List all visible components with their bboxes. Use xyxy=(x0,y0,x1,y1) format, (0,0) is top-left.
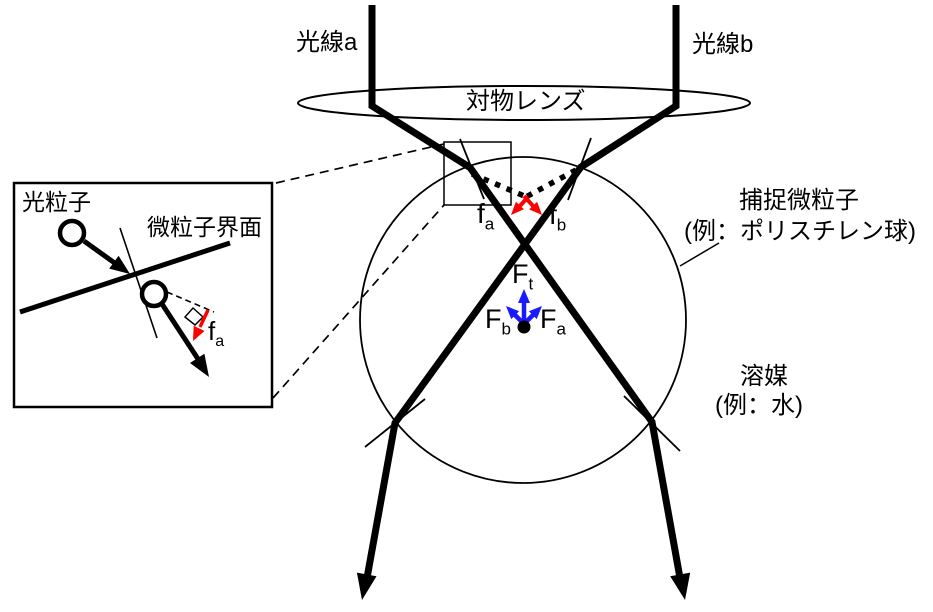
force-fb-component-arrowhead xyxy=(506,306,520,320)
focus-dot xyxy=(517,320,531,334)
force-fb-arrow-shaft xyxy=(522,194,536,209)
force-ft-label-base: F xyxy=(512,259,529,289)
inset-interface-line xyxy=(19,240,231,315)
force-fa-net-label-sub: a xyxy=(556,319,566,339)
force-fb-label-base: f xyxy=(549,199,557,230)
inset-refracted-arrow-shaft xyxy=(159,302,201,361)
inset-box xyxy=(12,181,274,409)
inset-photon-circle-refracted xyxy=(139,279,169,309)
inset-undeviated-dashed-line xyxy=(166,291,215,313)
force-fb-net-label-base: F xyxy=(485,304,502,334)
force-fa-component-arrowhead xyxy=(528,306,542,320)
inset-force-fa-label: fa xyxy=(208,316,225,351)
inset-connector-bottom-dashed-line xyxy=(272,204,445,399)
inset-force-fa-label-sub: a xyxy=(215,333,225,351)
solvent-label-line1: 溶媒 xyxy=(740,363,788,390)
inset-normal-line xyxy=(119,227,158,339)
inset-connector-top-dashed-line xyxy=(275,143,445,184)
trapped-particle-label-line2: (例：ポリスチレン球) xyxy=(684,218,916,245)
inset-incident-arrow-shaft xyxy=(82,238,118,267)
force-fa-label: fa xyxy=(477,199,494,233)
force-fb-arrowhead xyxy=(529,201,542,215)
force-fa-net-label-base: F xyxy=(540,304,557,334)
inset-incident-arrowhead xyxy=(109,255,130,274)
ray-b-arrowhead xyxy=(356,572,377,600)
normal-tick-exit-left xyxy=(364,398,426,448)
ray-a-arrowhead xyxy=(670,572,691,600)
solvent-label-line2: (例：水) xyxy=(715,392,803,419)
objective-lens-ellipse xyxy=(297,85,751,121)
ray-b-label: 光線b xyxy=(692,31,754,58)
particle-sphere-circle xyxy=(359,156,687,484)
trapped-particle-label-line1: 捕捉微粒子 xyxy=(739,187,859,214)
inset-right-angle-mark xyxy=(183,306,205,327)
force-fb-label-sub: b xyxy=(556,215,567,235)
objective-lens-label: 対物レンズ xyxy=(466,88,586,115)
inset-force-fa-arrowhead xyxy=(193,325,205,341)
inset-photon-circle-incident xyxy=(57,218,87,248)
ray-a-label: 光線a xyxy=(296,29,358,56)
normal-tick-entry-right xyxy=(567,137,592,201)
inset-interface-label: 微粒子界面 xyxy=(147,214,262,240)
normal-tick-entry-left xyxy=(459,138,485,200)
inset-photon-label: 光粒子 xyxy=(22,189,91,215)
inset-refracted-arrowhead xyxy=(190,353,209,377)
force-fa-net-label: Fa xyxy=(540,305,566,338)
dotted-continuation-ray-b xyxy=(522,167,578,201)
force-fb-net-label-sub: b xyxy=(501,319,511,339)
particle-label-leader-line xyxy=(679,242,720,267)
inset-force-fa-shaft xyxy=(198,309,210,328)
zoom-region-square xyxy=(443,141,512,206)
dotted-continuation-ray-a xyxy=(470,171,531,201)
force-ft-label: Ft xyxy=(512,260,533,293)
force-fb-label: fb xyxy=(549,200,566,234)
force-ft-arrowhead xyxy=(518,289,530,303)
inset-force-fa-label-base: f xyxy=(208,316,216,346)
force-fa-label-sub: a xyxy=(484,214,495,234)
ray-a-path xyxy=(368,5,684,579)
force-fa-label-base: f xyxy=(477,198,485,229)
normal-tick-exit-right xyxy=(623,395,681,452)
force-fa-arrowhead xyxy=(511,201,524,215)
force-ft-label-sub: t xyxy=(528,274,534,294)
force-fb-net-label: Fb xyxy=(485,305,511,338)
